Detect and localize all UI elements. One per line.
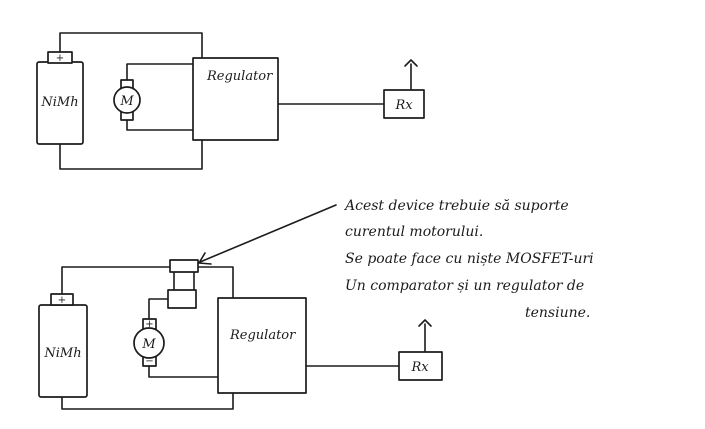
top-battery-label: NiMh xyxy=(40,95,78,110)
bottom-receiver xyxy=(398,351,443,381)
top-battery-cap xyxy=(47,51,73,64)
bottom-antenna xyxy=(418,319,432,353)
annotation: Acest device trebuie să suporte curentul… xyxy=(198,198,594,321)
top-circuit: + NiMh M Regulator Rx xyxy=(36,32,425,170)
top-wire-motor-lower xyxy=(126,119,194,131)
top-receiver-label: Rx xyxy=(394,98,413,113)
bottom-wire-motor-lower xyxy=(148,365,219,378)
bottom-switch-body xyxy=(167,289,197,309)
annotation-line-3: Se poate face cu niște MOSFET-uri xyxy=(345,251,594,267)
annotation-line-4: Un comparator și un regulator de xyxy=(345,278,584,294)
bottom-battery-label: NiMh xyxy=(43,346,81,361)
annotation-arrow-head xyxy=(198,252,212,265)
top-motor-symbol xyxy=(113,86,141,114)
top-regulator-label: Regulator xyxy=(206,69,273,84)
bottom-motor-plus: + xyxy=(145,319,153,330)
top-motor-label: M xyxy=(119,94,134,109)
annotation-line-5: tensiune. xyxy=(525,305,590,321)
bottom-motor-symbol xyxy=(133,327,165,359)
top-receiver xyxy=(383,89,425,119)
annotation-arrow-line xyxy=(199,204,337,263)
bottom-regulator xyxy=(217,297,307,394)
bottom-motor-label: M xyxy=(141,337,156,352)
top-antenna xyxy=(404,59,418,91)
top-regulator xyxy=(192,57,279,141)
bottom-wire-to-regulator xyxy=(197,266,234,299)
top-wire-negative xyxy=(59,139,203,170)
bottom-switch-device xyxy=(169,259,199,273)
bottom-motor-minus: − xyxy=(145,356,153,367)
bottom-wire-negative xyxy=(61,392,234,410)
top-wire-motor-upper xyxy=(126,63,194,81)
bottom-receiver-label: Rx xyxy=(410,360,429,375)
annotation-line-2: curentul motorului. xyxy=(345,224,483,240)
annotation-line-1: Acest device trebuie să suporte xyxy=(343,198,569,214)
bottom-wire-positive xyxy=(61,266,171,294)
top-battery-plus: + xyxy=(56,53,64,64)
bottom-circuit: + NiMh + − M Regulator Rx xyxy=(38,259,443,410)
bottom-regulator-label: Regulator xyxy=(229,328,296,343)
top-wire-positive xyxy=(59,32,203,59)
bottom-wire-switch-left xyxy=(148,271,175,320)
bottom-battery-plus: + xyxy=(58,295,66,306)
bottom-battery-cap xyxy=(50,293,74,306)
